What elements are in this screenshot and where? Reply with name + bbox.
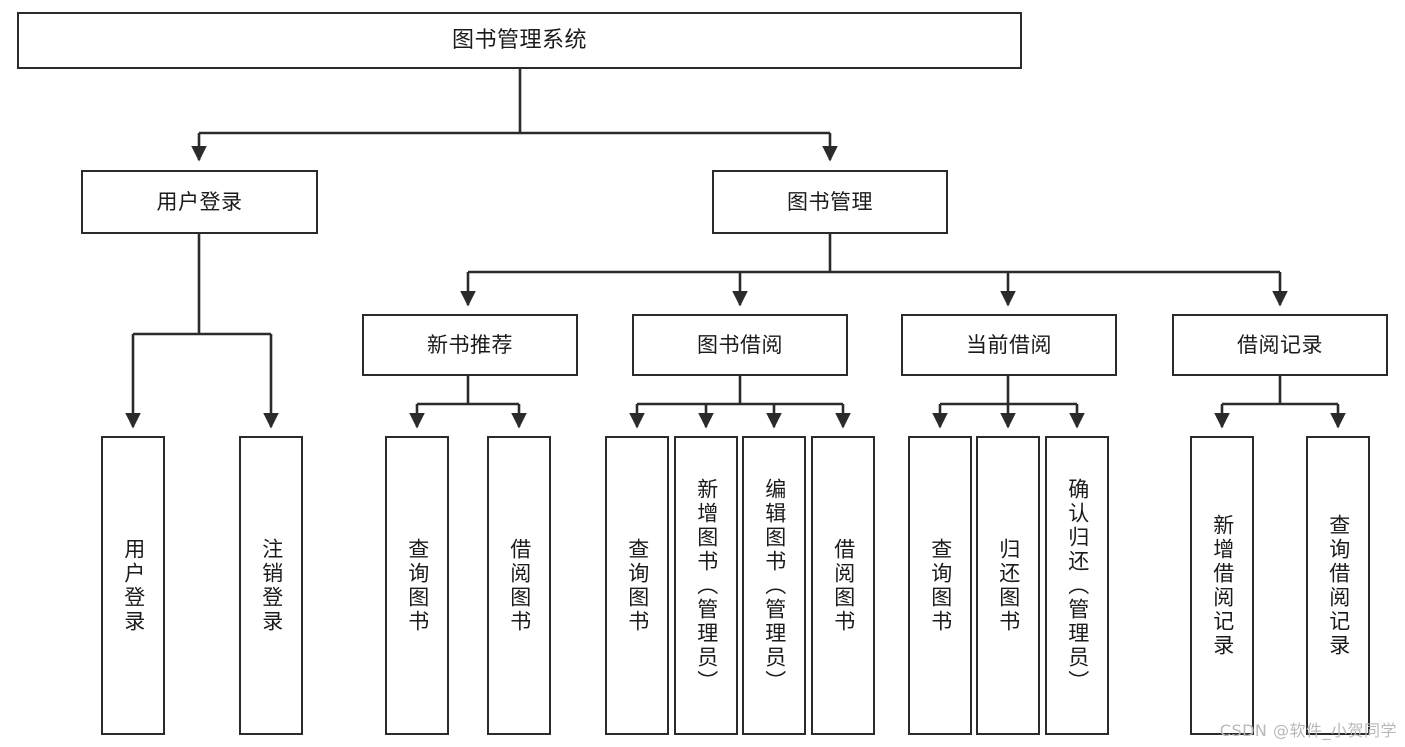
node-leaf-logout-label: 注销登录	[259, 537, 284, 634]
node-user-login-label: 用户登录	[156, 189, 243, 214]
node-leaf-user-login[interactable]: 用户登录	[101, 436, 165, 735]
node-leaf-confirm-return[interactable]: 确认归还（管理员）	[1045, 436, 1109, 735]
node-leaf-query-book-3-label: 查询图书	[928, 537, 953, 634]
node-current-borrow-label: 当前借阅	[966, 332, 1052, 357]
node-leaf-return-book[interactable]: 归还图书	[976, 436, 1040, 735]
csdn-watermark: CSDN @软件_小贺同学	[1219, 721, 1397, 740]
node-new-book-rec[interactable]: 新书推荐	[362, 314, 578, 376]
node-book-manage[interactable]: 图书管理	[712, 170, 948, 234]
node-leaf-query-book-2[interactable]: 查询图书	[605, 436, 669, 735]
node-new-book-rec-label: 新书推荐	[427, 332, 513, 357]
node-user-login[interactable]: 用户登录	[81, 170, 318, 234]
node-leaf-edit-book-label: 编辑图书（管理员）	[762, 477, 787, 694]
node-leaf-logout[interactable]: 注销登录	[239, 436, 303, 735]
node-book-manage-label: 图书管理	[787, 189, 873, 214]
node-leaf-borrow-book-2-label: 借阅图书	[831, 537, 856, 634]
node-leaf-query-record[interactable]: 查询借阅记录	[1306, 436, 1370, 735]
node-leaf-edit-book[interactable]: 编辑图书（管理员）	[742, 436, 806, 735]
node-leaf-borrow-book-1-label: 借阅图书	[507, 537, 532, 634]
node-leaf-borrow-book-1[interactable]: 借阅图书	[487, 436, 551, 735]
node-leaf-add-book-label: 新增图书（管理员）	[694, 477, 719, 694]
node-current-borrow[interactable]: 当前借阅	[901, 314, 1117, 376]
node-leaf-borrow-book-2[interactable]: 借阅图书	[811, 436, 875, 735]
node-book-borrow-label: 图书借阅	[697, 332, 783, 357]
node-borrow-record[interactable]: 借阅记录	[1172, 314, 1388, 376]
node-leaf-return-book-label: 归还图书	[996, 537, 1021, 634]
node-leaf-confirm-return-label: 确认归还（管理员）	[1065, 477, 1090, 694]
node-leaf-query-book-3[interactable]: 查询图书	[908, 436, 972, 735]
node-leaf-add-record-label: 新增借阅记录	[1210, 513, 1235, 658]
node-leaf-query-book-1[interactable]: 查询图书	[385, 436, 449, 735]
node-book-borrow[interactable]: 图书借阅	[632, 314, 848, 376]
node-leaf-user-login-label: 用户登录	[121, 537, 146, 634]
node-leaf-query-book-1-label: 查询图书	[405, 537, 430, 634]
node-root-label: 图书管理系统	[451, 27, 587, 53]
node-leaf-query-record-label: 查询借阅记录	[1326, 513, 1351, 658]
node-borrow-record-label: 借阅记录	[1237, 332, 1323, 357]
node-leaf-add-record[interactable]: 新增借阅记录	[1190, 436, 1254, 735]
node-leaf-query-book-2-label: 查询图书	[625, 537, 650, 634]
node-leaf-add-book[interactable]: 新增图书（管理员）	[674, 436, 738, 735]
node-root[interactable]: 图书管理系统	[17, 12, 1022, 69]
